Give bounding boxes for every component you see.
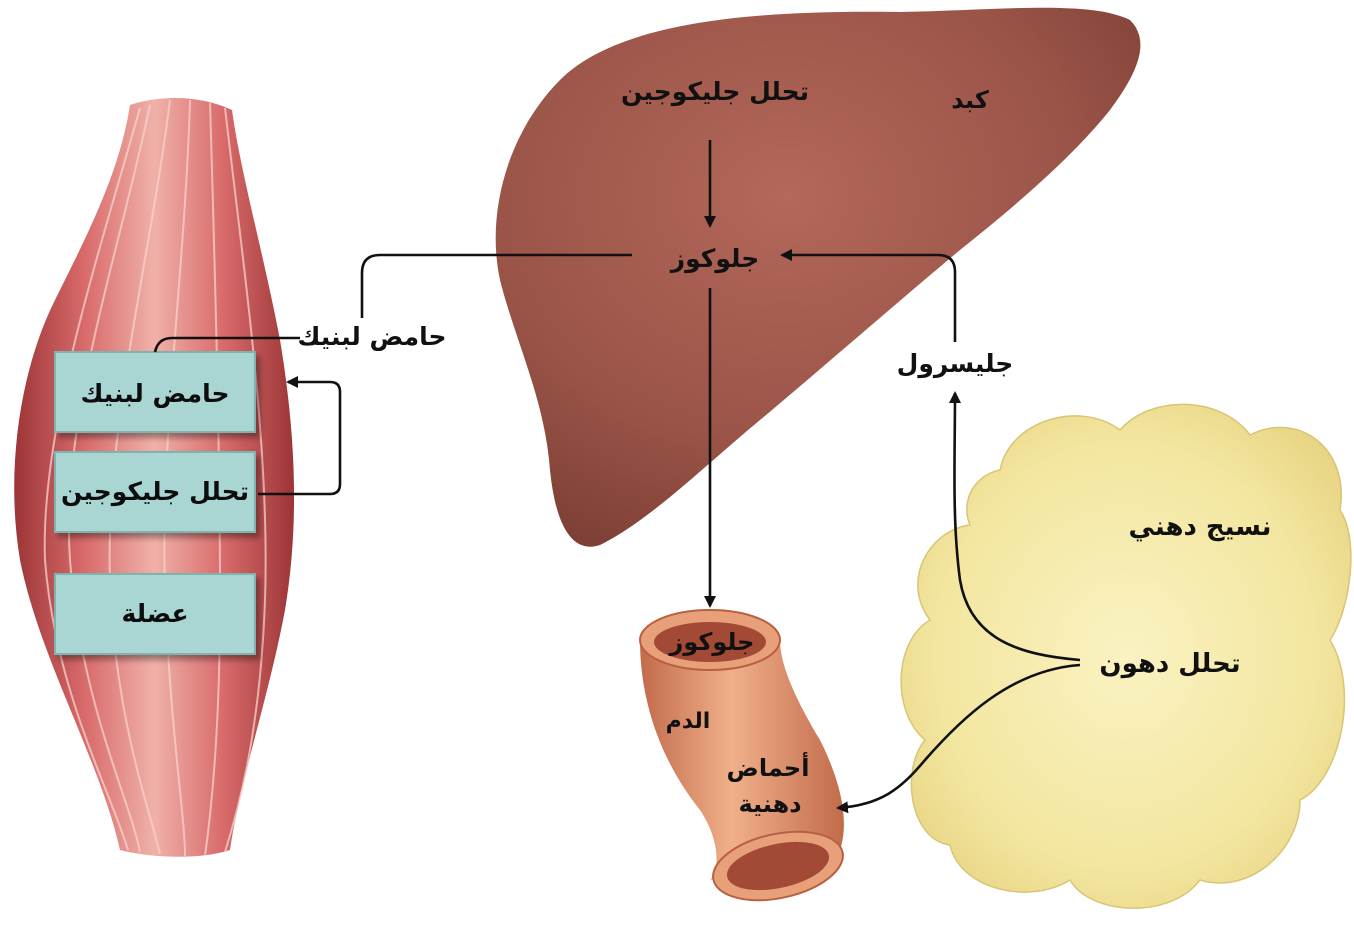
liver-glycogenolysis-label: تحلل جليكوجين xyxy=(621,77,809,107)
liver-label: كبد xyxy=(951,86,989,114)
muscle-box-lactic-acid: حامض لبنيك xyxy=(55,352,255,432)
blood-vessel: جلوكوز الدم أحماض دهنية xyxy=(640,610,849,911)
glycerol-label: جليسرول xyxy=(897,349,1014,379)
muscle-box-glycogenolysis: تحلل جليكوجين xyxy=(55,452,255,532)
muscle-box-glycogenolysis-label: تحلل جليكوجين xyxy=(61,477,249,507)
fat-tissue: نسيج دهني تحلل دهون xyxy=(901,404,1351,908)
muscle: حامض لبنيك تحلل جليكوجين عضلة xyxy=(14,98,294,857)
vessel-fatty-acids-label-1: أحماض xyxy=(727,752,810,782)
vessel-fatty-acids-label-2: دهنية xyxy=(738,790,801,818)
lactic-acid-label: حامض لبنيك xyxy=(298,322,447,351)
muscle-box-muscle-label: عضلة xyxy=(121,599,188,628)
muscle-box-lactic-acid-label: حامض لبنيك xyxy=(81,379,230,408)
vessel-blood-label: الدم xyxy=(666,709,711,734)
lipolysis-label: تحلل دهون xyxy=(1099,649,1240,679)
vessel-glucose-label: جلوكوز xyxy=(669,628,755,656)
liver-glucose-label: جلوكوز xyxy=(669,244,760,274)
muscle-box-muscle: عضلة xyxy=(55,574,255,654)
fat-tissue-label: نسيج دهني xyxy=(1129,512,1272,542)
